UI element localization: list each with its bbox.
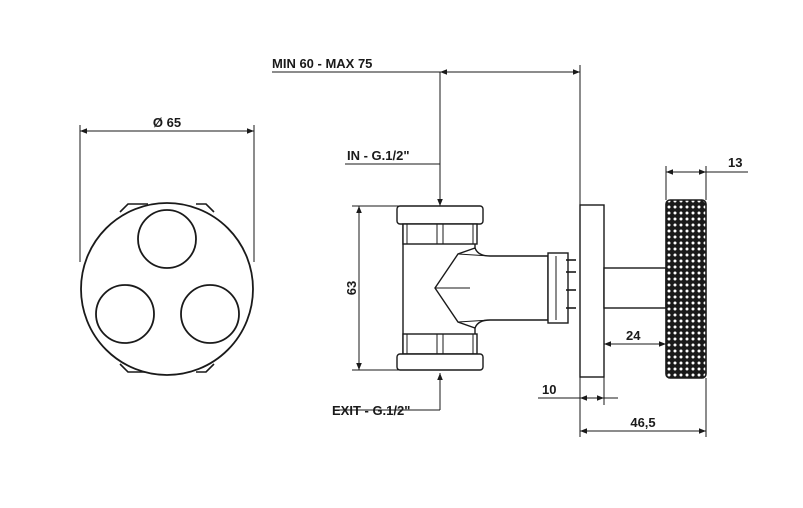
- diameter-label: Ø 65: [153, 115, 181, 130]
- front-view: Ø 65: [79, 115, 255, 376]
- wall-plate: [579, 204, 605, 378]
- plate-label: 10: [542, 382, 556, 397]
- bottom-union-nut: [396, 353, 484, 371]
- projection-label: 46,5: [630, 415, 655, 430]
- spindle: [603, 267, 667, 309]
- bottom-union-ring: [402, 333, 478, 355]
- depth-label: MIN 60 - MAX 75: [272, 56, 372, 71]
- knurled-knob: [665, 199, 707, 379]
- height-label: 63: [344, 281, 359, 295]
- mount-tab-top-right: [196, 203, 215, 213]
- top-union-ring: [402, 223, 478, 245]
- threaded-connector: [547, 252, 569, 324]
- knob-width-label: 13: [728, 155, 742, 170]
- spindle-label: 24: [626, 328, 641, 343]
- side-view: MIN 60 - MAX 75 IN - G.1/2" EXIT - G.1/2…: [272, 56, 748, 437]
- exit-label: EXIT - G.1/2": [332, 403, 410, 418]
- front-hole-left: [95, 284, 155, 344]
- mount-tab-top-left: [119, 203, 148, 213]
- top-union-nut: [396, 205, 484, 225]
- valve-cone-detail: [435, 253, 491, 323]
- front-hole-right: [180, 284, 240, 344]
- mount-tab-bottom-right: [196, 363, 215, 373]
- front-hole-top: [137, 209, 197, 269]
- inlet-label: IN - G.1/2": [347, 148, 410, 163]
